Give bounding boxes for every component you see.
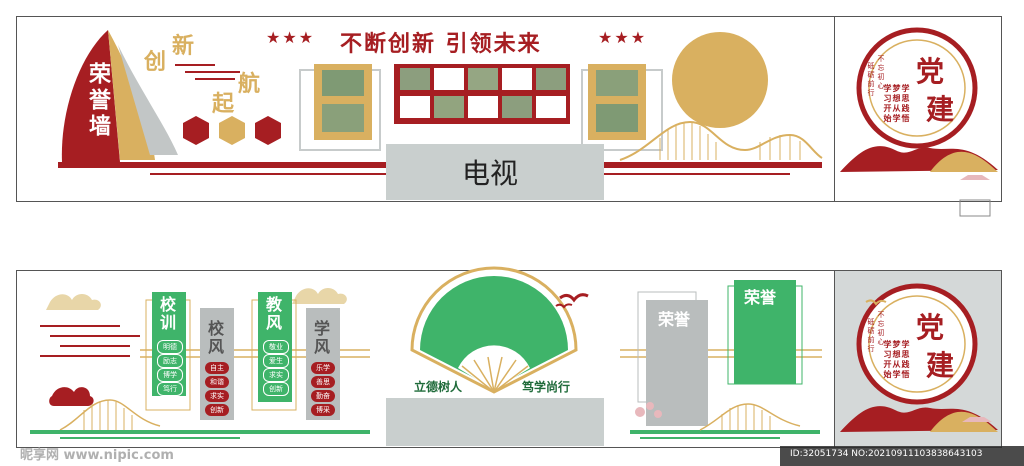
bottom-placeholder-box [386, 398, 604, 446]
gold-cloud-right [292, 288, 347, 304]
party-small-b: 砥砺前行 [867, 62, 875, 98]
teaching-item-2: 爱生 [263, 354, 289, 368]
party-circle-outer-2 [856, 283, 978, 405]
cluster-char-4: 航 [238, 71, 261, 97]
sun-circle [672, 32, 768, 128]
cluster-char-2: 新 [172, 33, 195, 59]
party-circle-outer [856, 27, 978, 149]
sail-red [61, 30, 120, 162]
red-cloud [49, 387, 94, 406]
honor-green-panel [734, 280, 796, 384]
watermark-right: ID:32051734 NO:20210911103838643103 [790, 449, 983, 459]
tv-label: 电视 [462, 157, 519, 190]
school-motto-title: 校训 [160, 295, 177, 332]
style-item-3: 求实 [205, 390, 229, 402]
style-item-1: 自主 [205, 362, 229, 374]
ground-green-left [30, 430, 370, 434]
party-col-1: 学思践悟 [901, 84, 910, 124]
hexagon-red-2 [255, 116, 281, 145]
party-small-a: 不忘初心 [877, 55, 885, 91]
party-col-3: 学习开始 [883, 84, 892, 124]
cloud-swirl [175, 64, 240, 80]
motto-item-2: 励志 [157, 354, 183, 368]
hexagon-red [183, 116, 209, 145]
fan-caption-left: 立德树人 [414, 380, 463, 394]
study-item-2: 善思 [311, 376, 335, 388]
cluster-char-3: 起 [212, 91, 235, 117]
cluster-char-1: 创 [144, 49, 167, 75]
stars-right: ★★★ [598, 28, 648, 47]
fan-green [420, 276, 568, 388]
honor-title-green: 荣誉 [744, 288, 777, 307]
style-item-2: 和谐 [205, 376, 229, 388]
gold-cloud-left [46, 294, 101, 310]
ground-green-right [630, 430, 820, 434]
teaching-item-3: 求实 [263, 368, 289, 382]
party-col-2-2: 梦想从学 [892, 340, 901, 380]
honor-title-gray: 荣誉 [658, 310, 691, 329]
teaching-item-4: 创新 [263, 382, 289, 396]
study-item-4: 博采 [311, 404, 335, 416]
rail-red-right [604, 162, 822, 168]
watermark-left: 昵享网 www.nipic.com [20, 448, 174, 463]
party-title-a: 党 [916, 55, 945, 88]
party-title-b: 建 [926, 93, 955, 126]
motto-item-3: 博学 [157, 368, 183, 382]
party-small-b-2: 砥砺前行 [867, 318, 875, 354]
party-title-b-2: 建 [926, 349, 955, 382]
study-style-title: 学风 [314, 319, 331, 356]
party-col-1-2: 学思践悟 [901, 340, 910, 380]
teaching-item-1: 敬业 [263, 340, 289, 354]
banner-title: 不断创新 引领未来 [340, 31, 542, 57]
fan-caption-right: 笃学尚行 [522, 380, 571, 394]
study-item-1: 乐学 [311, 362, 335, 374]
watermark-right-bar [780, 446, 1024, 466]
hexagon-gold [219, 116, 245, 145]
party-col-2: 梦想从学 [892, 84, 901, 124]
bird-icon [559, 293, 589, 303]
sail-gray [118, 45, 178, 155]
motto-item-4: 笃行 [157, 382, 183, 396]
school-style-title: 校风 [208, 319, 225, 356]
mountain-lines [619, 120, 823, 161]
tv-placeholder [386, 144, 604, 200]
sail-title: 荣誉墙 [85, 62, 111, 140]
party-col-3-2: 学习开始 [883, 340, 892, 380]
honor-gray-panel [646, 300, 708, 426]
teaching-style-title: 教风 [266, 295, 283, 332]
party-small-a-2: 不忘初心 [877, 311, 885, 347]
stars-left: ★★★ [266, 28, 316, 47]
study-item-3: 勤奋 [311, 390, 335, 402]
style-item-4: 创新 [205, 404, 229, 416]
rail-red [58, 162, 388, 168]
motto-item-1: 明德 [157, 340, 183, 354]
party-title-a-2: 党 [916, 311, 945, 344]
